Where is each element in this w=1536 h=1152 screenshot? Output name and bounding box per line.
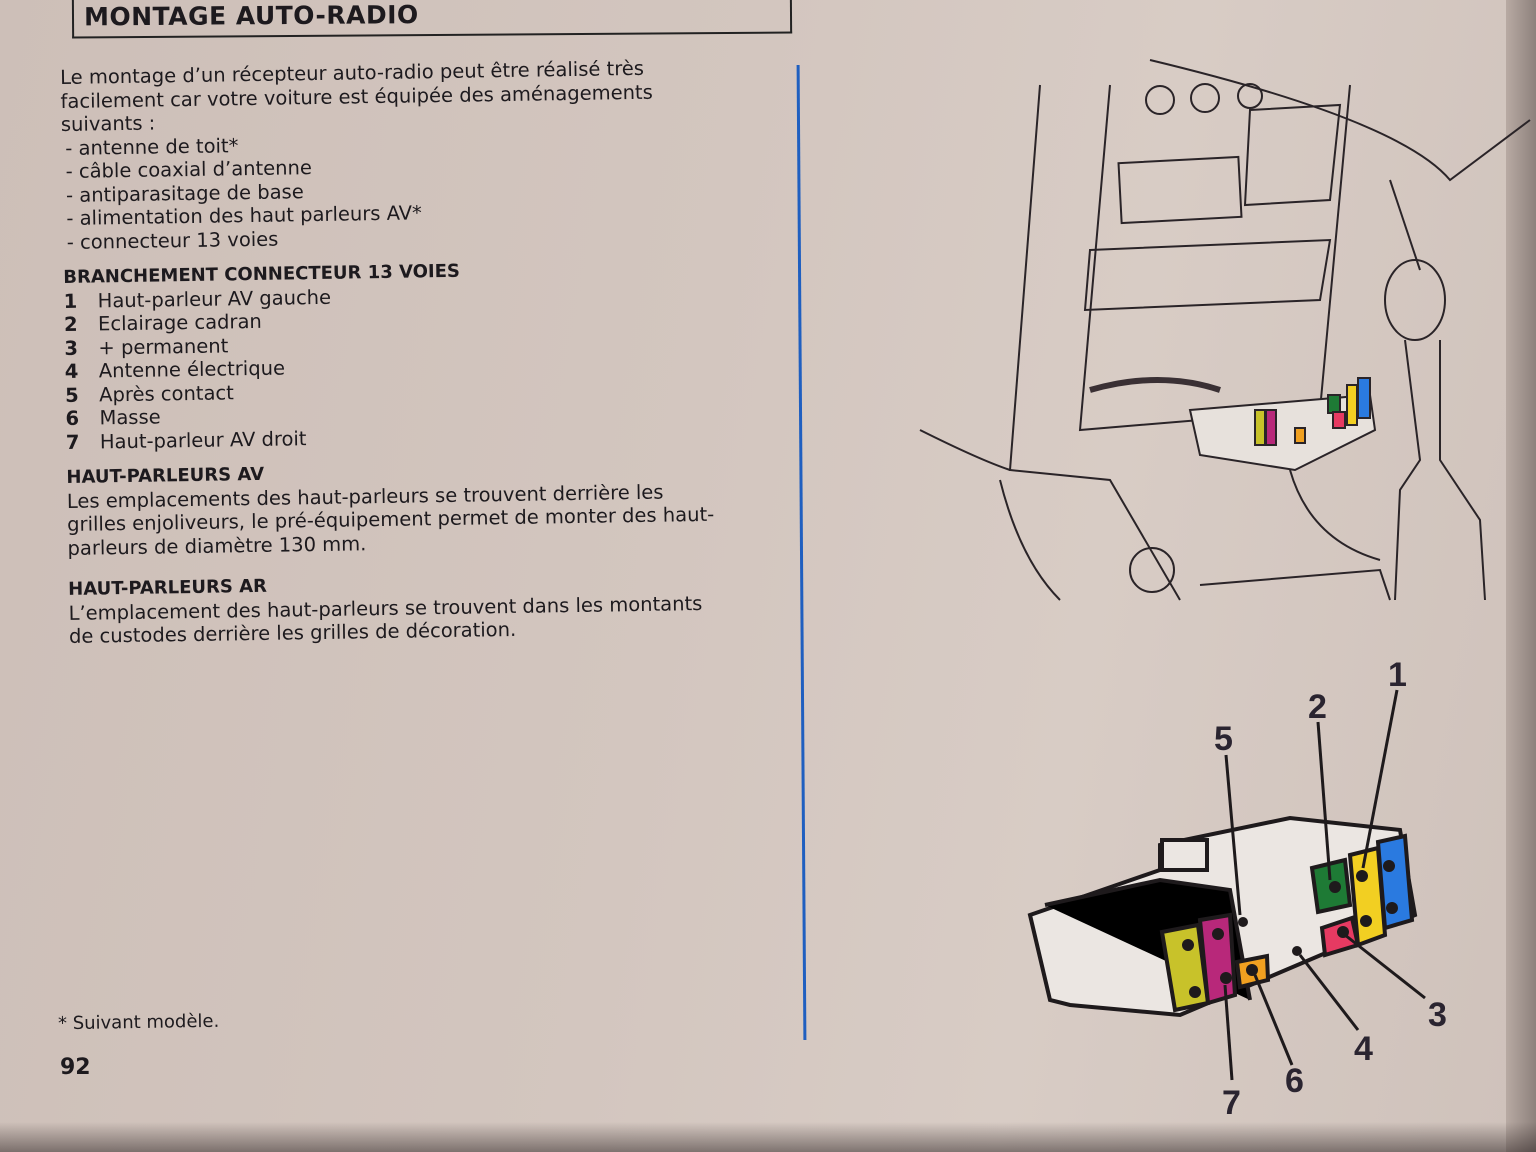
callout-7: 7: [1222, 1084, 1241, 1122]
dashboard-illustration: [919, 59, 1531, 601]
callout-3: 3: [1428, 996, 1447, 1034]
callout-1: 1: [1388, 656, 1407, 694]
callout-5: 5: [1214, 720, 1233, 758]
photo-shadow: [0, 1122, 1536, 1152]
page-edge: [1506, 0, 1536, 1152]
page-number: 92: [60, 1055, 91, 1080]
callout-2: 2: [1308, 688, 1327, 726]
connector-illustration: [1027, 689, 1426, 1081]
callout-6: 6: [1285, 1062, 1304, 1100]
callout-numbers: 1 2 3 4 5 6 7: [1214, 656, 1447, 1122]
callout-4: 4: [1354, 1030, 1373, 1068]
